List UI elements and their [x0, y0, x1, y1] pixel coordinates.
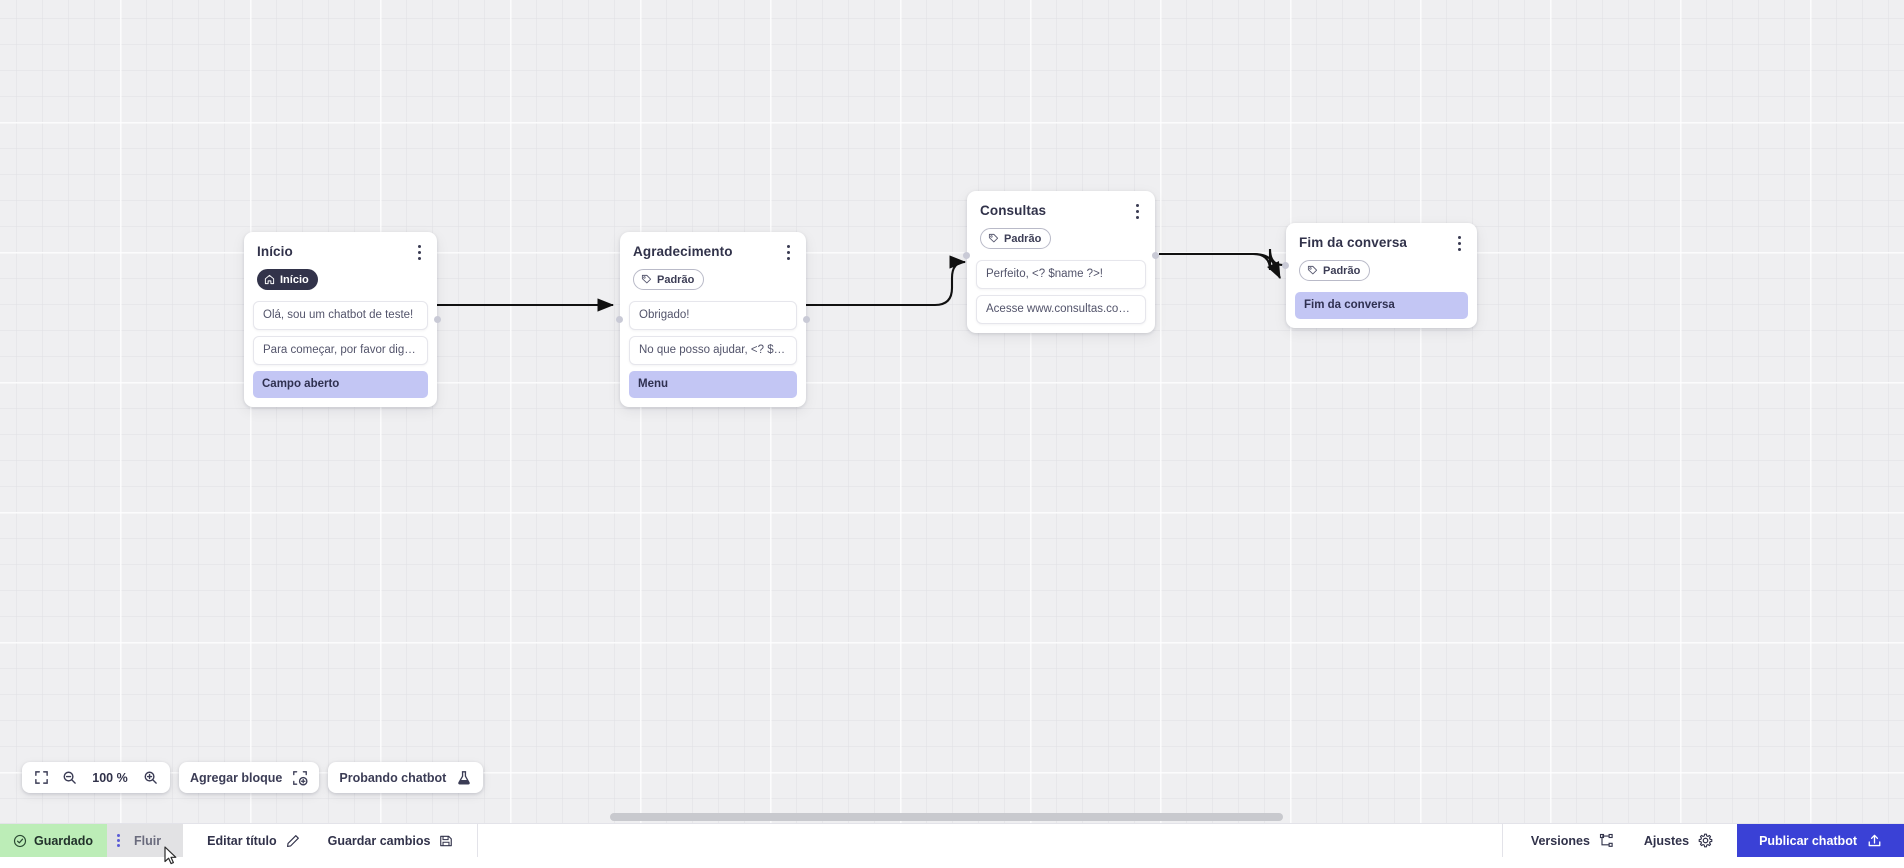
- node-message[interactable]: Para começar, por favor digite o ...: [253, 336, 428, 365]
- node-output-port[interactable]: [1152, 252, 1159, 259]
- test-chatbot-group: Probando chatbot: [328, 762, 483, 793]
- edge-agradecimento-consultas: [805, 262, 965, 305]
- edge-consultas-fim: [1159, 254, 1280, 278]
- home-icon: [264, 274, 275, 285]
- pencil-icon: [286, 834, 300, 848]
- node-input-port[interactable]: [963, 252, 970, 259]
- node-chip[interactable]: Fim da conversa: [1295, 292, 1468, 319]
- zoom-level-value[interactable]: 100 %: [89, 771, 131, 785]
- saved-status-badge: Guardado: [0, 824, 107, 857]
- node-chip[interactable]: Menu: [629, 371, 797, 398]
- flow-node-fim-da-conversa[interactable]: Fim da conversa Padrão Fim da conversa: [1286, 223, 1477, 328]
- node-output-port[interactable]: [803, 316, 810, 323]
- test-chatbot-button[interactable]: Probando chatbot: [339, 769, 472, 786]
- node-header: Agradecimento: [620, 232, 806, 260]
- bottom-bar-actions: Editar título Guardar cambios: [183, 824, 478, 857]
- node-message[interactable]: Perfeito, <? $name ?>!: [976, 260, 1146, 289]
- scrollbar-thumb[interactable]: [610, 813, 1283, 821]
- tag-icon: [1307, 265, 1318, 276]
- node-badge-padrao[interactable]: Padrão: [633, 269, 704, 290]
- node-input-port[interactable]: [1282, 262, 1289, 269]
- node-message[interactable]: Olá, sou um chatbot de teste!: [253, 301, 428, 330]
- add-block-icon: [291, 769, 308, 786]
- node-header: Início: [244, 232, 437, 260]
- node-header: Fim da conversa: [1286, 223, 1477, 251]
- node-body: Olá, sou um chatbot de teste! Para começ…: [244, 301, 437, 407]
- node-message[interactable]: Obrigado!: [629, 301, 797, 330]
- canvas-toolbar: 100 % Agregar bloque: [22, 762, 483, 793]
- tab-fluir-label: Fluir: [134, 834, 161, 848]
- node-title: Consultas: [980, 202, 1142, 219]
- bottom-bar: Guardado Fluir Editar título Guardar cam…: [0, 823, 1904, 857]
- check-circle-icon: [13, 834, 27, 848]
- badge-label: Padrão: [1004, 233, 1041, 245]
- save-changes-label: Guardar cambios: [328, 834, 431, 848]
- zoom-controls-group: 100 %: [22, 762, 170, 793]
- settings-label: Ajustes: [1644, 834, 1689, 848]
- add-block-group: Agregar bloque: [179, 762, 319, 793]
- flow-node-consultas[interactable]: Consultas Padrão Perfeito, <? $name ?>! …: [967, 191, 1155, 333]
- node-title: Fim da conversa: [1299, 234, 1464, 251]
- save-changes-button[interactable]: Guardar cambios: [328, 834, 454, 848]
- flow-node-agradecimento[interactable]: Agradecimento Padrão Obrigado! No que po…: [620, 232, 806, 407]
- add-block-label: Agregar bloque: [190, 771, 282, 785]
- flask-icon: [455, 769, 472, 786]
- branch-icon: [1599, 833, 1614, 848]
- connector-edges: [0, 0, 1904, 823]
- saved-label: Guardado: [34, 834, 93, 848]
- badge-label: Padrão: [657, 274, 694, 286]
- upload-icon: [1867, 833, 1882, 848]
- settings-button[interactable]: Ajustes: [1644, 833, 1713, 848]
- node-message[interactable]: Acesse www.consultas.com par...: [976, 295, 1146, 324]
- node-badges: Início: [244, 260, 437, 301]
- gear-icon: [1698, 833, 1713, 848]
- bottom-bar-right-actions: Versiones Ajustes: [1502, 824, 1737, 857]
- node-badges: Padrão: [620, 260, 806, 301]
- node-body: Perfeito, <? $name ?>! Acesse www.consul…: [967, 260, 1155, 333]
- node-options-menu[interactable]: [1450, 232, 1468, 254]
- tag-icon: [988, 233, 999, 244]
- edit-title-label: Editar título: [207, 834, 276, 848]
- node-header: Consultas: [967, 191, 1155, 219]
- node-badge-padrao[interactable]: Padrão: [980, 228, 1051, 249]
- publish-chatbot-button[interactable]: Publicar chatbot: [1737, 824, 1904, 857]
- publish-chatbot-label: Publicar chatbot: [1759, 834, 1857, 848]
- test-chatbot-label: Probando chatbot: [339, 771, 446, 785]
- versions-button[interactable]: Versiones: [1531, 833, 1614, 848]
- versions-label: Versiones: [1531, 834, 1590, 848]
- node-badge-inicio[interactable]: Início: [257, 269, 318, 290]
- node-options-menu[interactable]: [1128, 200, 1146, 222]
- node-badge-padrao[interactable]: Padrão: [1299, 260, 1370, 281]
- add-block-button[interactable]: Agregar bloque: [190, 769, 308, 786]
- badge-label: Padrão: [1323, 265, 1360, 277]
- node-badges: Padrão: [967, 219, 1155, 260]
- edge-consultas-fim-a: [1159, 249, 1283, 270]
- node-badges: Padrão: [1286, 251, 1477, 292]
- node-input-port[interactable]: [616, 316, 623, 323]
- tab-fluir[interactable]: Fluir: [107, 824, 183, 857]
- node-message[interactable]: No que posso ajudar, <? $name ...: [629, 336, 797, 365]
- canvas-horizontal-scrollbar[interactable]: [0, 811, 1904, 823]
- flow-node-inicio[interactable]: Início Início Olá, sou um chatbot de tes…: [244, 232, 437, 407]
- node-chip[interactable]: Campo aberto: [253, 371, 428, 398]
- tag-icon: [641, 274, 652, 285]
- fit-screen-icon[interactable]: [33, 769, 50, 786]
- node-options-menu[interactable]: [779, 241, 797, 263]
- node-title: Agradecimento: [633, 243, 793, 260]
- zoom-out-icon[interactable]: [61, 769, 78, 786]
- node-body: Obrigado! No que posso ajudar, <? $name …: [620, 301, 806, 407]
- node-options-menu[interactable]: [410, 241, 428, 263]
- edit-title-button[interactable]: Editar título: [207, 834, 299, 848]
- flow-canvas[interactable]: Início Início Olá, sou um chatbot de tes…: [0, 0, 1904, 823]
- bottom-bar-spacer: [478, 824, 1501, 857]
- badge-label: Início: [280, 274, 309, 286]
- node-body: Fim da conversa: [1286, 292, 1477, 328]
- save-disk-icon: [439, 834, 453, 848]
- node-title: Início: [257, 243, 424, 260]
- node-output-port[interactable]: [434, 316, 441, 323]
- drag-dots-icon[interactable]: [117, 834, 120, 847]
- zoom-in-icon[interactable]: [142, 769, 159, 786]
